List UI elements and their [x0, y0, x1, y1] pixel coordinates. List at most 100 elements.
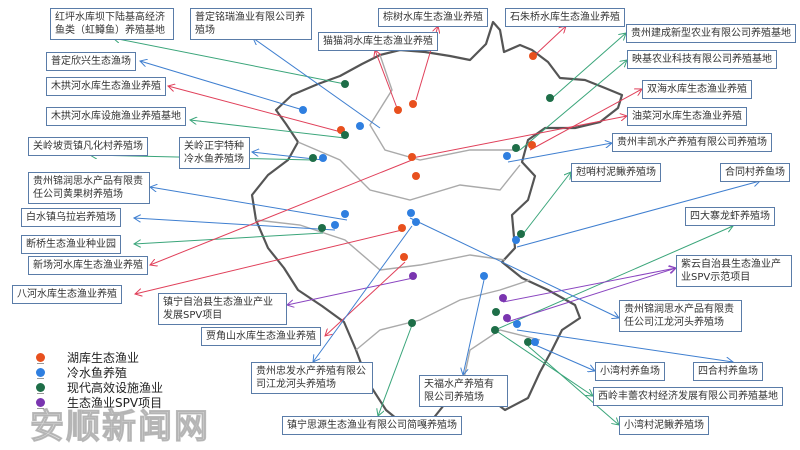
site-label-box: 四合村养鱼场 — [693, 362, 763, 381]
connector-line — [168, 86, 342, 133]
site-label-box: 贵州建成新型农业有限公司养殖基地 — [626, 24, 796, 43]
facility-site-pin-icon — [341, 80, 349, 88]
site-label-box: 四大寨龙虾养殖场 — [685, 207, 775, 226]
connector-line — [325, 261, 406, 336]
cold-site-pin-icon — [299, 106, 307, 114]
connector-line — [516, 329, 733, 362]
facility-site-pin-icon — [492, 308, 500, 316]
connector-line — [529, 89, 642, 151]
site-label-box: 红坪水库坝下陆基高经济鱼类（虹鳟鱼）养殖基地 — [50, 8, 174, 40]
site-label-box: 白水镇乌拉岩养殖场 — [21, 208, 121, 227]
connector-line — [134, 218, 336, 231]
site-label-box: 镇宁思源生态渔业有限公司简嘎养殖场 — [282, 416, 462, 435]
connector-line — [140, 61, 304, 111]
connector-line — [378, 324, 413, 416]
site-label-box: 小湾村泥鳅养殖场 — [619, 416, 709, 435]
site-label-box: 油菜河水库生态渔业养殖 — [627, 107, 747, 126]
facility-site-pin-icon — [517, 230, 525, 238]
site-pins — [299, 52, 554, 346]
connector-line — [150, 187, 348, 221]
site-label-box: 关岭坡贡镇凡化村养殖场 — [28, 137, 148, 156]
connector-line — [375, 50, 398, 109]
legend-item-facility: 现代高效设施渔业 — [36, 380, 163, 395]
lake-site-pin-icon — [400, 253, 408, 261]
lake-site-pin-icon — [529, 52, 537, 60]
cold-site-pin-icon — [513, 320, 521, 328]
legend-item-spv: 生态渔业SPV项目 — [36, 395, 163, 410]
site-label-box: 贵州锦润思水产品有限责任公司黄果树养殖场 — [28, 172, 150, 204]
site-label-box: 小湾村养鱼场 — [595, 362, 665, 381]
connector-line — [150, 159, 413, 265]
cold-site-pin-icon — [319, 154, 327, 162]
site-label-box: 尅哨村泥鳅养殖场 — [571, 163, 661, 182]
connector-line — [516, 181, 760, 248]
connector-line — [519, 60, 627, 151]
site-label-box: 普定欣兴生态渔场 — [46, 52, 136, 71]
legend-item-lake: 湖库生态渔业 — [36, 350, 163, 365]
cold-site-pin-icon — [412, 218, 420, 226]
site-label-box: 关岭正宇特种冷水鱼养殖场 — [179, 137, 250, 169]
site-label-box: 西岭丰蕾农村经济发展有限公司养殖基地 — [593, 387, 783, 406]
lake-site-pin-icon — [394, 106, 402, 114]
connector-line — [506, 268, 676, 323]
purple-pin-icon — [36, 398, 45, 409]
site-label-box: 猫猫洞水库生态渔业养殖 — [318, 32, 438, 51]
connector-line — [527, 345, 619, 425]
facility-site-pin-icon — [309, 154, 317, 162]
connector-line — [190, 120, 346, 139]
lake-site-pin-icon — [398, 224, 406, 232]
cold-site-pin-icon — [512, 236, 520, 244]
facility-site-pin-icon — [341, 131, 349, 139]
site-label-box: 断桥生态渔业种业园 — [21, 235, 121, 254]
legend: 湖库生态渔业 冷水鱼养殖 现代高效设施渔业 生态渔业SPV项目 — [36, 350, 163, 410]
facility-site-pin-icon — [408, 319, 416, 327]
legend-item-cold-water: 冷水鱼养殖 — [36, 365, 163, 380]
facility-site-pin-icon — [512, 144, 520, 152]
red-pin-icon — [36, 353, 45, 364]
site-label-box: 棕树水库生态渔业养殖 — [378, 8, 488, 27]
site-label-box: 贾角山水库生态渔业养殖 — [201, 327, 321, 346]
connector-line — [507, 143, 612, 163]
cold-site-pin-icon — [480, 272, 488, 280]
cold-site-pin-icon — [356, 122, 364, 130]
lake-site-pin-icon — [412, 172, 420, 180]
facility-site-pin-icon — [546, 94, 554, 102]
cold-site-pin-icon — [341, 210, 349, 218]
site-label-box: 贵州忠发水产养殖有限公司江龙河头养殖场 — [251, 362, 373, 394]
site-label-box: 木拱河水库生态渔业养殖 — [46, 77, 166, 96]
connector-line — [287, 277, 414, 305]
lake-site-pin-icon — [528, 141, 536, 149]
connector-line — [519, 172, 571, 239]
connector-line — [135, 229, 403, 294]
site-label-box: 双海水库生态渔业养殖 — [642, 80, 752, 99]
cold-site-pin-icon — [331, 221, 339, 229]
site-label-box: 天福水产养殖有限公司养殖场 — [419, 375, 508, 407]
lake-site-pin-icon — [408, 153, 416, 161]
site-label-box: 映基农业科技有限公司养殖基地 — [627, 50, 777, 69]
connector-line — [253, 38, 381, 129]
site-label-box: 镇宁自治县生态渔业产业发展SPV项目 — [158, 293, 287, 325]
connector-line — [134, 232, 324, 244]
site-label-box: 贵州锦润思水产品有限责任公司江龙河头养殖场 — [619, 300, 742, 332]
facility-site-pin-icon — [318, 224, 326, 232]
site-label-box: 贵州丰凯水产养殖有限公司养殖场 — [612, 133, 772, 152]
connector-line — [502, 268, 676, 303]
connector-lines — [90, 26, 760, 425]
connector-line — [409, 217, 619, 318]
blue-pin-icon — [36, 368, 45, 379]
site-label-box: 合同村养鱼场 — [720, 163, 790, 182]
connector-line — [533, 26, 566, 57]
site-label-box: 新场河水库生态渔业养殖 — [28, 256, 148, 275]
connector-line — [463, 279, 485, 375]
site-label-box: 紫云自治县生态渔业产业SPV示范项目 — [676, 255, 792, 287]
green-pin-icon — [36, 383, 45, 394]
connector-line — [549, 33, 626, 101]
site-label-box: 八河水库生态渔业养殖 — [12, 285, 122, 304]
connector-line — [494, 329, 593, 396]
spv-site-pin-icon — [499, 294, 507, 302]
cold-site-pin-icon — [407, 209, 415, 217]
site-label-box: 普定铭瑞渔业有限公司养殖场 — [190, 8, 312, 40]
connector-line — [313, 225, 413, 362]
